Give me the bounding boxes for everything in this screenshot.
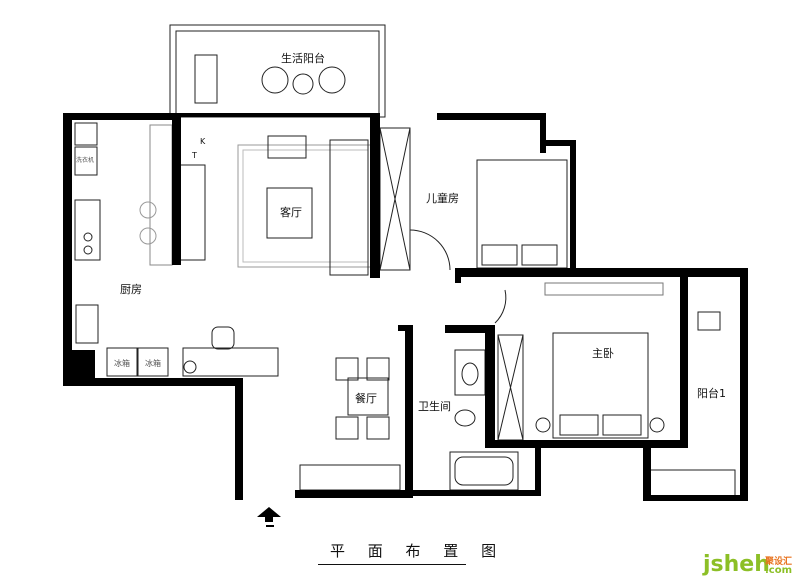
- toilet: [454, 409, 476, 427]
- desk: [182, 347, 279, 377]
- living-rug: [237, 144, 374, 268]
- walls: [63, 113, 748, 527]
- room-label-bathroom: 卫生间: [418, 400, 451, 413]
- washer-label: 洗衣机: [76, 157, 95, 164]
- round-table: [292, 73, 314, 95]
- logo-main: jsheh: [703, 552, 770, 577]
- logo-domain: .com: [765, 565, 793, 576]
- room-label-living: 客厅: [280, 206, 302, 219]
- room-label-dining: 餐厅: [355, 392, 377, 405]
- sink: [75, 304, 99, 344]
- fridge-1: [106, 347, 138, 377]
- master-bed: [552, 332, 649, 439]
- room-label-life-balcony: 生活阳台: [281, 52, 325, 65]
- dining-table: [347, 377, 389, 416]
- room-label-kids: 儿童房: [426, 192, 459, 205]
- tv-cabinet: [179, 164, 206, 261]
- room-label-kitchen: 厨房: [120, 283, 142, 296]
- bar-counter: [149, 124, 173, 266]
- page-title: 平 面 布 置 图: [330, 542, 506, 560]
- room-label-master: 主卧: [592, 347, 614, 360]
- entrance-arrow-icon: [257, 507, 281, 522]
- balcony-sink: [697, 311, 721, 331]
- fridge-2: [137, 347, 169, 377]
- logo-cn: 聚设汇: [765, 557, 793, 567]
- fridge-label-1: 冰箱: [114, 359, 130, 368]
- coffee-table: [266, 187, 313, 239]
- sofa: [329, 139, 369, 276]
- ottoman: [267, 135, 307, 159]
- room-label-balcony-1: 阳台1: [697, 387, 726, 400]
- title-underline: [318, 564, 466, 565]
- stove: [74, 199, 101, 261]
- t-mark: T: [192, 151, 197, 160]
- vanity: [454, 349, 486, 396]
- k-mark: K: [200, 137, 206, 146]
- fridge-label-2: 冰箱: [145, 359, 161, 368]
